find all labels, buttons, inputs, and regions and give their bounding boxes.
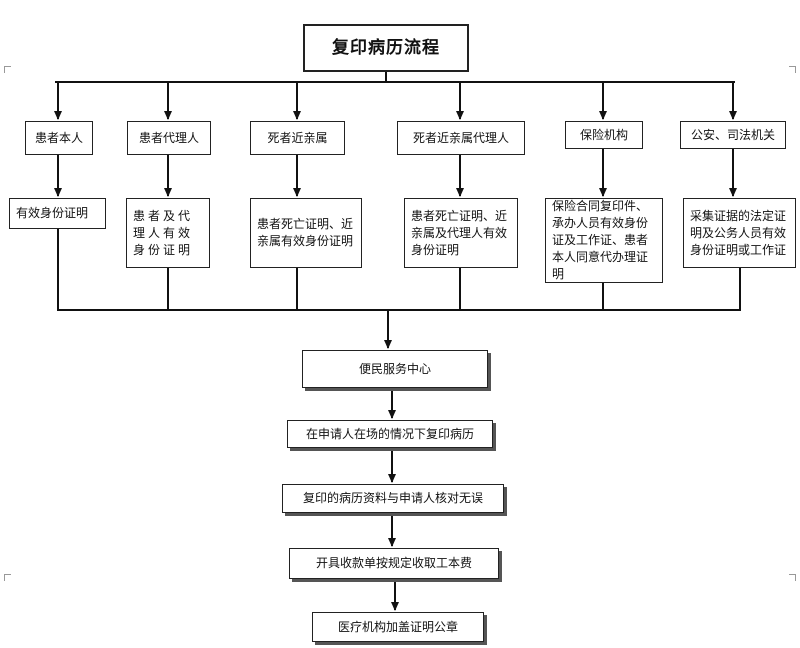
step-copy-records: 在申请人在场的情况下复印病历 [287,420,493,448]
flowchart-title: 复印病历流程 [303,24,469,72]
applicant-box-deceased-relative-agent: 死者近亲属代理人 [397,121,525,155]
corner-mark-top-right [789,66,796,73]
corner-mark-top-left [4,66,11,73]
docs-box-insurance: 保险合同复印件、承办人员有效身份证及工作证、患者本人同意代办理证明 [545,198,663,283]
step-collect-fee: 开具收款单按规定收取工本费 [289,548,499,579]
step-verify-records: 复印的病历资料与申请人核对无误 [282,484,504,513]
docs-box-deceased-relative-agent: 患者死亡证明、近亲属及代理人有效身份证明 [404,198,518,268]
corner-mark-bottom-left [4,574,11,581]
applicant-box-patient-agent: 患者代理人 [127,121,211,155]
step-official-seal: 医疗机构加盖证明公章 [312,612,484,642]
docs-box-deceased-relative: 患者死亡证明、近亲属有效身份证明 [250,198,362,268]
docs-box-patient-agent: 患者及代理人有效身份证明 [126,198,210,268]
docs-box-police-judicial: 采集证据的法定证明及公务人员有效身份证明或工作证 [683,198,796,268]
docs-box-patient: 有效身份证明 [9,198,106,229]
corner-mark-bottom-right [789,574,796,581]
applicant-box-insurance: 保险机构 [565,121,643,149]
applicant-box-deceased-relative: 死者近亲属 [250,121,345,155]
applicant-box-police-judicial: 公安、司法机关 [680,121,786,149]
applicant-box-patient: 患者本人 [25,121,93,155]
step-service-center: 便民服务中心 [302,350,488,388]
